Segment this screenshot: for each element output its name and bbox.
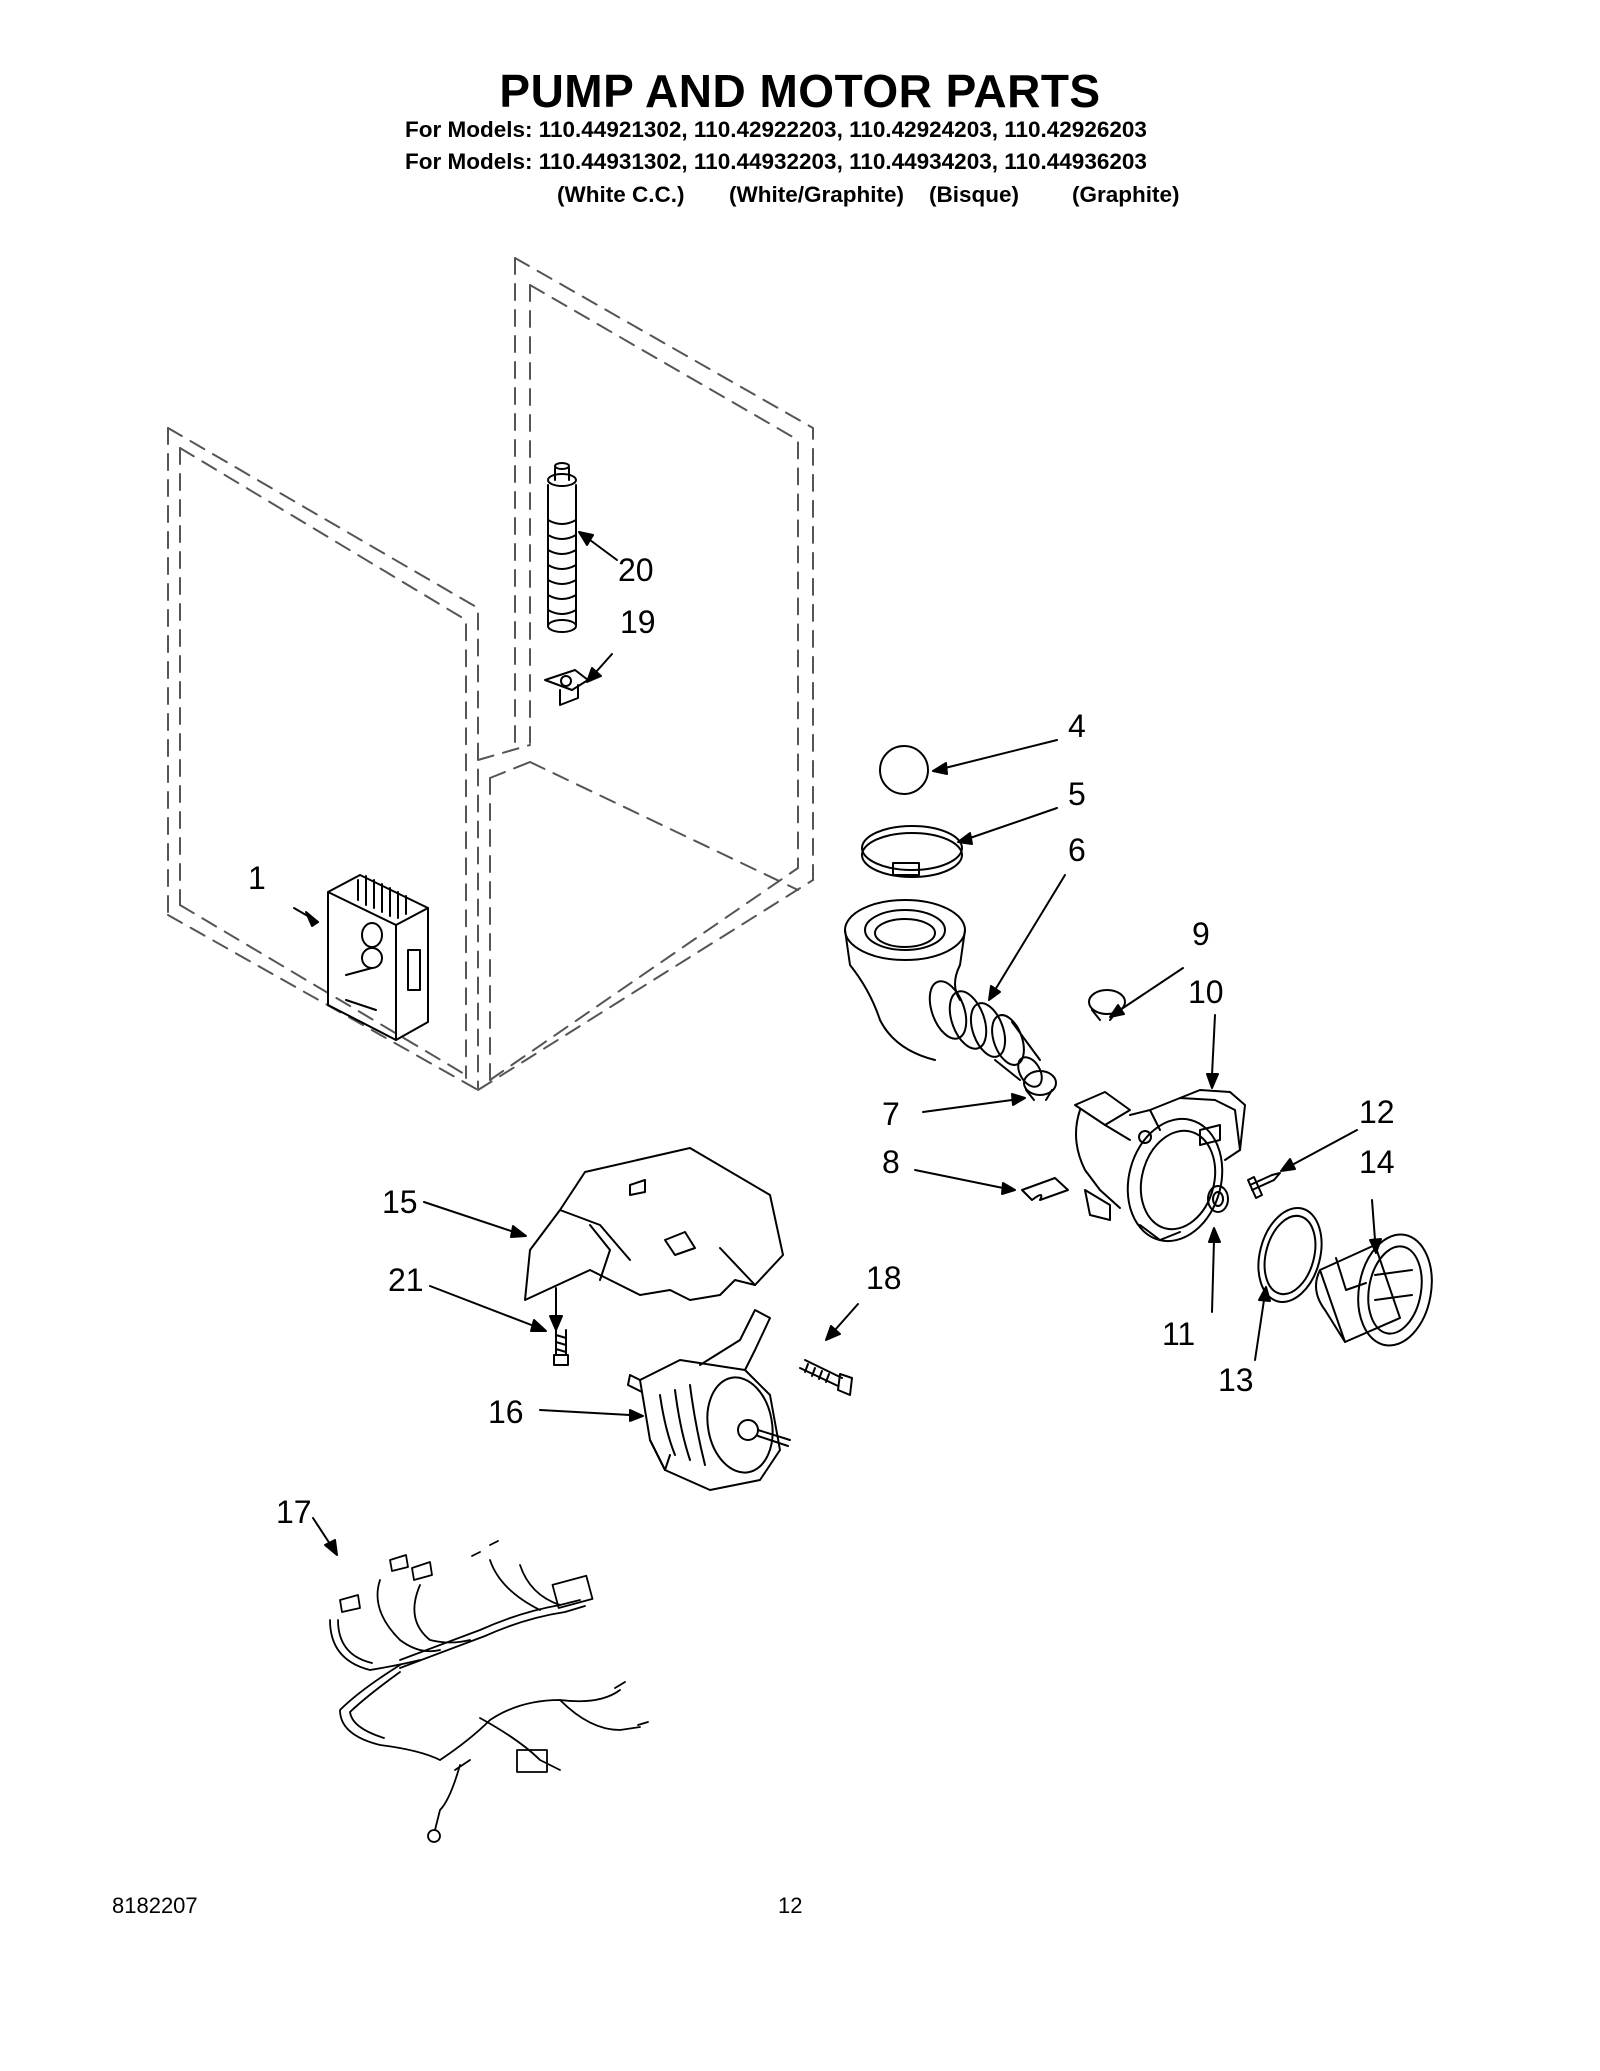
callout-14: 14 — [1359, 1144, 1395, 1180]
page-title: PUMP AND MOTOR PARTS — [499, 65, 1101, 117]
finish-white-cc: (White C.C.) — [557, 182, 685, 207]
callout-9: 9 — [1192, 916, 1210, 952]
page-number: 12 — [778, 1893, 803, 1918]
callout-13: 13 — [1218, 1362, 1254, 1398]
part-15-shield — [524, 1147, 784, 1301]
callout-8: 8 — [882, 1144, 900, 1180]
callout-6: 6 — [1068, 832, 1086, 868]
models-line-2: For Models: 110.44931302, 110.44932203, … — [405, 149, 1147, 174]
part-10-pump — [1074, 1089, 1246, 1243]
callout-21: 21 — [388, 1262, 424, 1298]
callout-11: 11 — [1162, 1316, 1196, 1352]
part-7-clip — [1023, 1070, 1057, 1101]
callout-18: 18 — [866, 1260, 902, 1296]
part-5-clamp-ring — [861, 825, 963, 878]
finish-bisque: (Bisque) — [929, 182, 1019, 207]
part-19-clamp — [544, 669, 589, 706]
part-8-bracket — [1021, 1177, 1069, 1201]
document-number: 8182207 — [112, 1893, 198, 1918]
callout-16: 16 — [488, 1394, 524, 1430]
callout-4: 4 — [1068, 708, 1086, 744]
part-11-grommet — [1207, 1185, 1229, 1213]
part-21-screw — [553, 1329, 569, 1366]
cabinet-outline — [167, 257, 814, 1091]
part-17-wire-harness — [329, 1540, 649, 1843]
callout-12: 12 — [1359, 1094, 1395, 1130]
part-13-seal — [1257, 1206, 1323, 1304]
callout-19: 19 — [620, 604, 656, 640]
part-20-drain-hose — [547, 462, 577, 633]
leader-arrows — [293, 531, 1382, 1556]
part-16-motor — [627, 1309, 791, 1491]
finish-graphite: (Graphite) — [1072, 182, 1180, 207]
finish-white-graphite: (White/Graphite) — [729, 182, 904, 207]
callout-20: 20 — [618, 552, 654, 588]
part-14-filter — [1315, 1233, 1433, 1347]
part-6-hose-boot — [844, 899, 1043, 1088]
part-18-bolt — [799, 1359, 853, 1396]
callout-17: 17 — [276, 1494, 312, 1530]
models-line-1: For Models: 110.44921302, 110.42922203, … — [405, 117, 1147, 142]
callout-10: 10 — [1188, 974, 1224, 1010]
part-4-ball — [879, 745, 929, 795]
part-1-control-box — [327, 874, 429, 1041]
callout-1: 1 — [248, 860, 266, 896]
part-12-screw — [1247, 1172, 1281, 1199]
callout-7: 7 — [882, 1096, 900, 1132]
callout-5: 5 — [1068, 776, 1086, 812]
callout-15: 15 — [382, 1184, 418, 1220]
